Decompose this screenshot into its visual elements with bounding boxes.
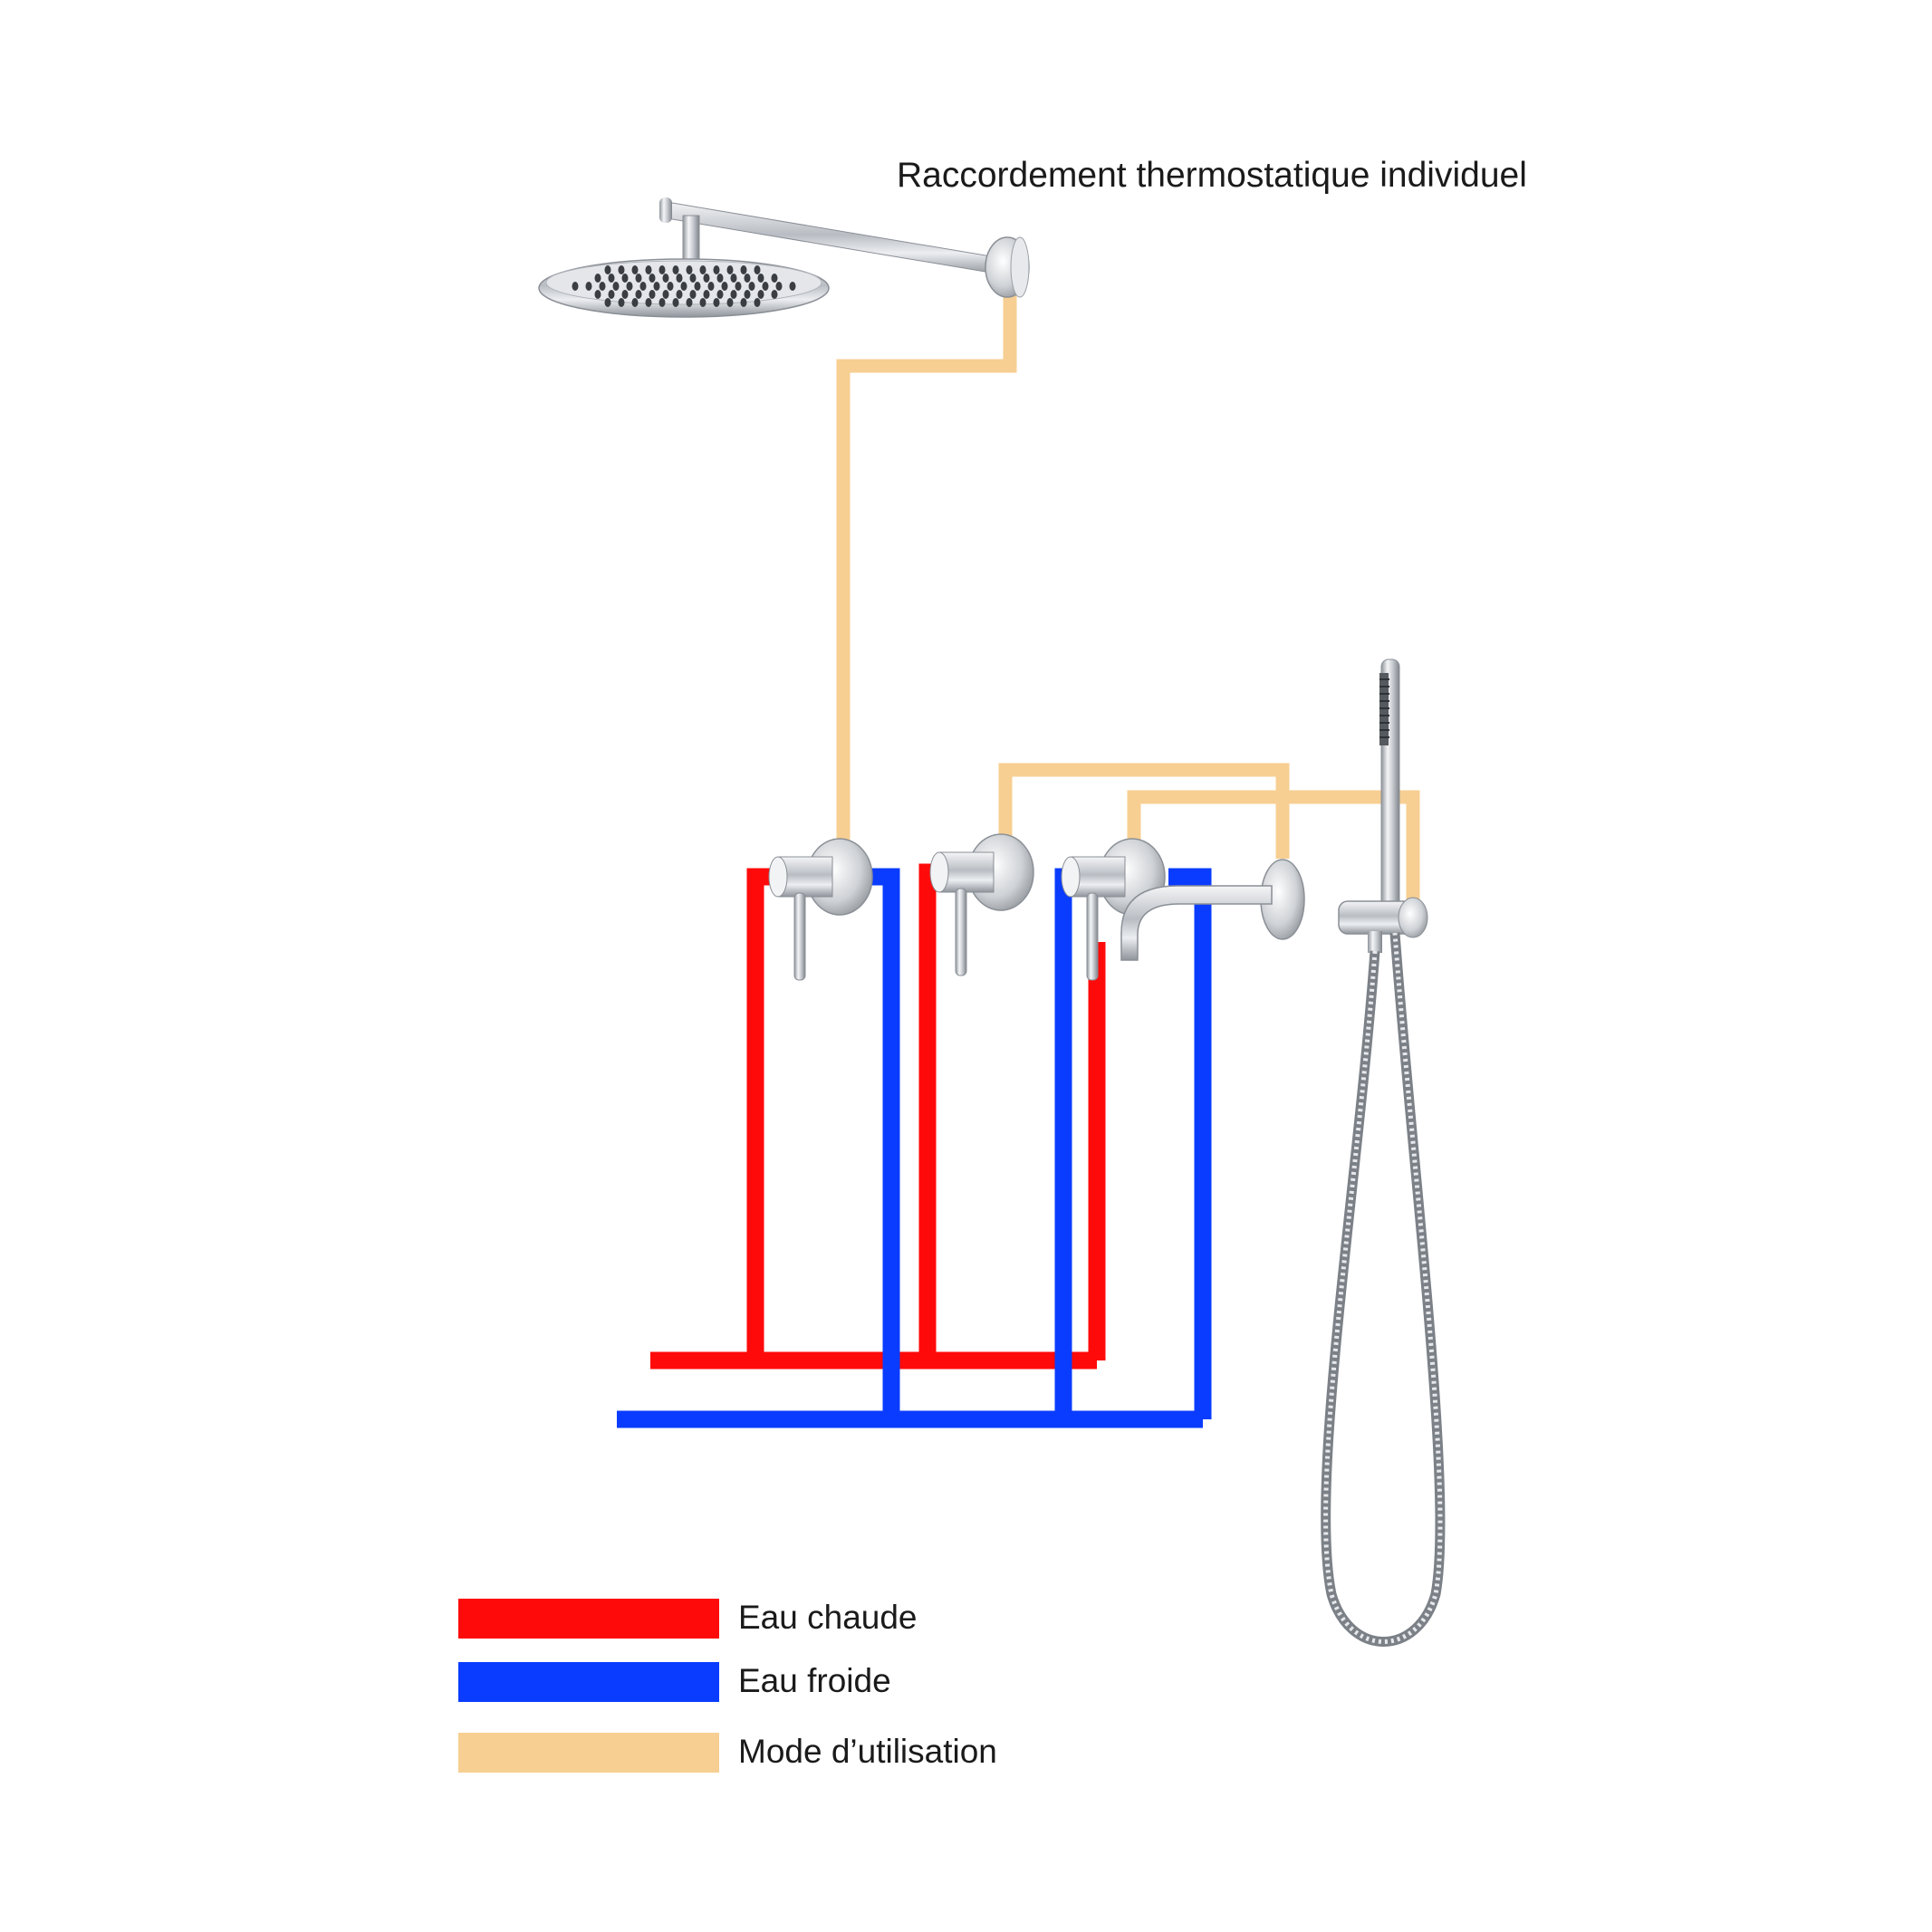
shower-nozzle [618,298,625,307]
shower-nozzle [653,282,660,291]
cold-pipe-valve-2 [1054,868,1072,1419]
shower-nozzle [631,298,639,307]
cold-pipe-valve-3 [1168,868,1212,1419]
hot-water-pipes [650,863,1106,1370]
shower-nozzle [703,290,710,299]
shower-nozzle [689,274,697,283]
shower-nozzle [645,265,652,274]
usage-pipe-hand-shower [1127,790,1420,915]
shower-nozzle [775,282,783,291]
shower-nozzle [726,265,734,274]
shower-nozzle [694,282,701,291]
shower-nozzle [676,274,683,283]
legend-label-usage: Mode d’utilisation [738,1733,997,1770]
shower-nozzle [754,298,761,307]
shower-nozzle [730,274,737,283]
rain-shower-head-icon [538,197,1030,318]
shower-nozzle [585,282,592,291]
shower-nozzle [744,290,751,299]
cold-pipe-valve-1 [868,868,900,1419]
bath-spout-icon [1120,859,1305,961]
diagram-title: Raccordement thermostatique individuel [897,156,1527,195]
hot-pipe-valve-1 [746,868,777,1360]
shower-nozzle [680,282,687,291]
shower-nozzle [667,282,674,291]
shower-nozzle [649,290,656,299]
usage-pipe-spout [998,763,1290,859]
shower-nozzle [762,282,769,291]
shower-nozzle [771,290,778,299]
shower-nozzle [658,265,666,274]
cold-water-pipes [617,868,1212,1428]
shower-nozzle [608,290,615,299]
shower-nozzle [676,290,683,299]
shower-nozzle [789,282,796,291]
shower-nozzle [699,298,706,307]
shower-nozzle [662,290,669,299]
hand-shower-icon [1321,658,1446,1647]
shower-nozzle [689,290,697,299]
shower-nozzle [645,298,652,307]
legend-label-cold: Eau froide [738,1662,891,1699]
shower-nozzle [649,274,656,283]
shower-nozzle [631,265,639,274]
shower-nozzle [594,290,601,299]
shower-nozzle [572,282,579,291]
shower-nozzle [703,274,710,283]
shower-nozzle [686,298,693,307]
shower-nozzle [621,274,629,283]
shower-nozzle [744,274,751,283]
shower-nozzle [662,274,669,283]
usage-pipe-shower-head [836,295,1017,847]
shower-nozzle [686,265,693,274]
shower-nozzle [699,265,706,274]
shower-nozzle [730,290,737,299]
shower-nozzle [740,298,747,307]
shower-nozzle [726,298,734,307]
shower-nozzle [604,298,611,307]
shower-nozzle [635,290,642,299]
shower-nozzle [635,274,642,283]
legend-swatch-hot [458,1599,719,1639]
shower-nozzle [639,282,647,291]
shower-nozzle [754,265,761,274]
shower-nozzle [672,265,679,274]
shower-nozzle [626,282,633,291]
shower-nozzle [604,265,611,274]
wall-mixer-valve-icon [929,833,1034,976]
shower-nozzle [658,298,666,307]
shower-nozzle [740,265,747,274]
legend-swatch-cold [458,1662,719,1702]
shower-nozzle [599,282,606,291]
shower-nozzle [672,298,679,307]
shower-nozzle [721,282,728,291]
shower-nozzle [757,274,764,283]
legend-swatch-usage [458,1733,719,1773]
wall-mixer-valve-icon [768,838,873,981]
shower-nozzle [594,274,601,283]
shower-nozzle [713,298,720,307]
legend-label-hot: Eau chaude [738,1599,918,1636]
shower-nozzle [771,274,778,283]
hot-pipe-valve-2 [918,863,937,1360]
shower-nozzle [608,274,615,283]
shower-nozzle [621,290,629,299]
shower-nozzle [707,282,715,291]
shower-nozzle [618,265,625,274]
shower-nozzle [748,282,755,291]
shower-nozzle [612,282,620,291]
shower-nozzle [716,274,724,283]
usage-pipes [836,295,1420,915]
shower-nozzle [716,290,724,299]
shower-nozzle [735,282,742,291]
shower-nozzle [713,265,720,274]
shower-nozzle [757,290,764,299]
